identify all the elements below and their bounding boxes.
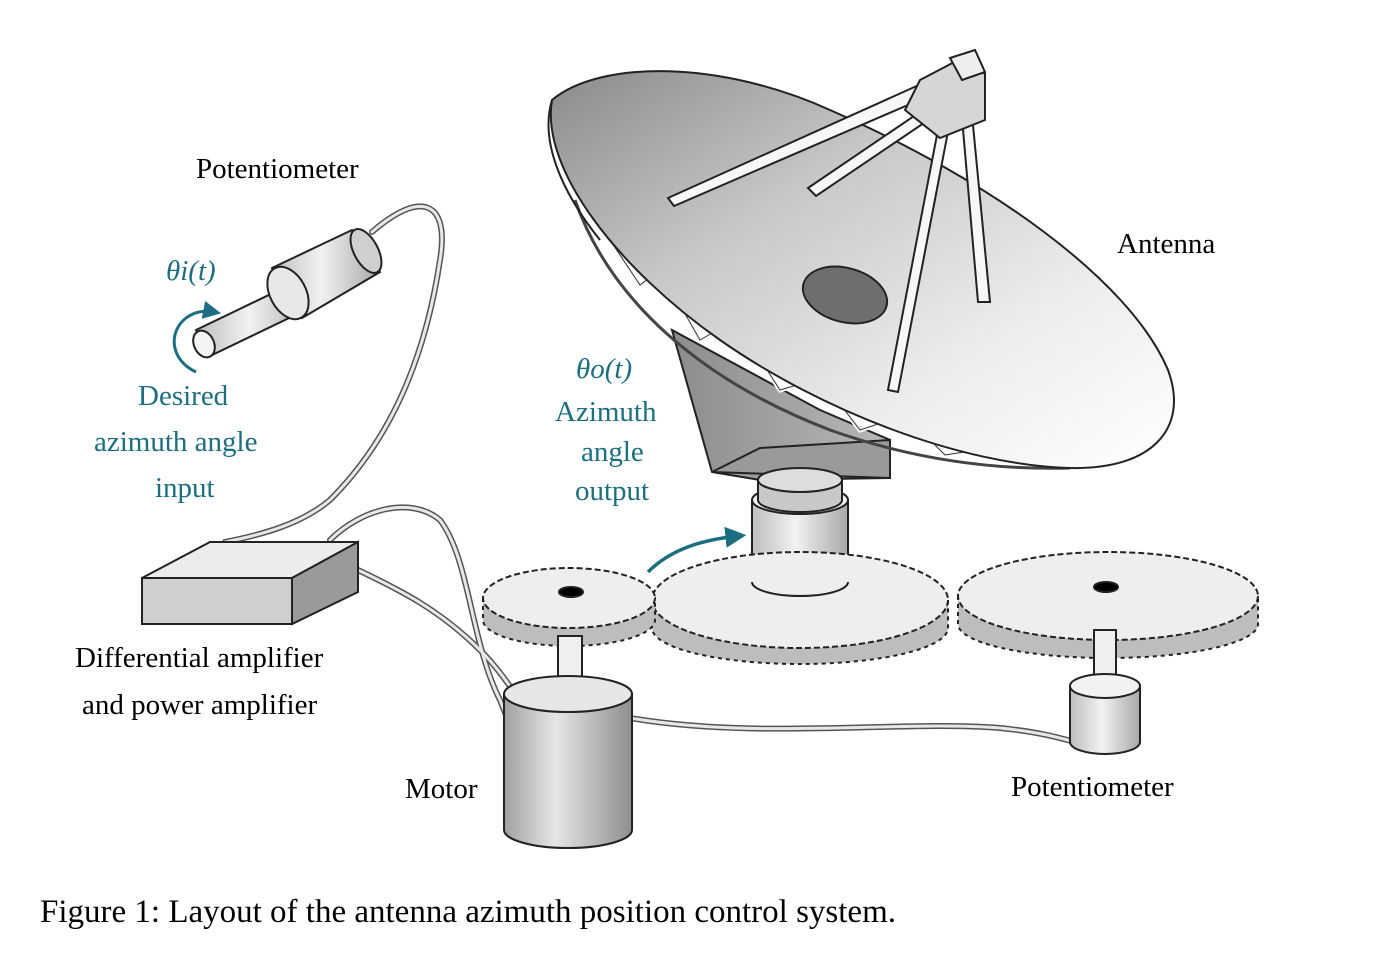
label-amplifier-line2: and power amplifier xyxy=(82,689,318,721)
label-azimuth-output-line3: output xyxy=(575,475,650,507)
antenna-dish xyxy=(547,48,1175,482)
small-gear xyxy=(482,567,656,647)
motor xyxy=(503,635,633,849)
input-rotation-arrow xyxy=(172,301,222,374)
label-theta-i: θi(t) xyxy=(166,255,216,287)
label-antenna: Antenna xyxy=(1117,228,1216,260)
output-rotation-arrow xyxy=(646,526,747,574)
label-theta-o: θo(t) xyxy=(576,353,633,385)
label-desired-line3: input xyxy=(155,472,215,504)
feedback-potentiometer xyxy=(1069,629,1141,755)
label-desired-line1: Desired xyxy=(138,380,229,412)
label-azimuth-output-line1: Azimuth xyxy=(555,396,657,428)
input-potentiometer xyxy=(192,228,383,359)
label-motor: Motor xyxy=(405,773,478,805)
gear-train xyxy=(482,551,1259,665)
large-gear xyxy=(651,551,949,665)
label-input-potentiometer: Potentiometer xyxy=(196,153,359,185)
label-desired-line2: azimuth angle xyxy=(94,426,258,458)
right-gear xyxy=(957,551,1259,659)
amplifier-box xyxy=(141,540,359,626)
label-azimuth-output-line2: angle xyxy=(581,436,644,468)
label-amplifier-line1: Differential amplifier xyxy=(75,642,324,674)
figure-caption: Figure 1: Layout of the antenna azimuth … xyxy=(40,894,897,930)
label-feedback-potentiometer: Potentiometer xyxy=(1011,771,1174,803)
